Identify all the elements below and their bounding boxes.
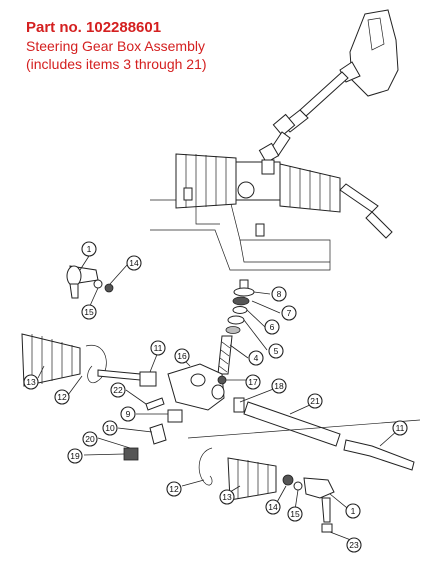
callout-10: 10 [102,420,118,436]
svg-text:6: 6 [270,322,275,332]
callout-9: 9 [120,406,136,422]
left-boot-group [21,333,107,396]
svg-text:12: 12 [169,484,179,494]
svg-text:15: 15 [84,307,94,317]
svg-text:15: 15 [290,509,300,519]
svg-text:21: 21 [310,396,320,406]
part-number: Part no. 102288601 [26,19,162,36]
assembly-scope: (includes items 3 through 21) [26,56,207,72]
svg-text:4: 4 [254,353,259,363]
svg-text:22: 22 [113,385,123,395]
svg-text:13: 13 [26,377,36,387]
assembled-steering-column [258,9,399,164]
callout-15-right: 15 [287,506,303,522]
svg-text:23: 23 [349,540,359,550]
callout-21: 21 [307,393,323,409]
callout-13: 13 [23,374,39,390]
svg-text:1: 1 [87,244,92,254]
callout-17: 17 [245,374,261,390]
svg-text:7: 7 [287,308,292,318]
svg-text:11: 11 [154,343,163,353]
callout-18: 18 [271,378,287,394]
svg-text:20: 20 [85,434,95,444]
svg-text:16: 16 [177,351,187,361]
callout-14-right: 14 [265,499,281,515]
callout-20: 20 [82,431,98,447]
callout-5: 5 [268,343,284,359]
callout-14: 14 [126,255,142,271]
svg-text:13: 13 [222,492,232,502]
callout-4: 4 [248,350,264,366]
assembly-name: Steering Gear Box Assembly [26,38,205,54]
callout-1: 1 [81,241,97,257]
svg-text:8: 8 [277,289,282,299]
callout-12-right: 12 [166,481,182,497]
callout-15: 15 [81,304,97,320]
callout-16: 16 [174,348,190,364]
callout-6: 6 [264,319,280,335]
callout-1-right: 1 [345,503,361,519]
svg-text:9: 9 [126,409,131,419]
svg-text:12: 12 [57,392,67,402]
callout-19: 19 [67,448,83,464]
callout-8: 8 [271,286,287,302]
svg-text:1: 1 [351,506,356,516]
svg-text:10: 10 [105,423,115,433]
svg-text:14: 14 [129,258,139,268]
rack-housing-group [83,351,341,461]
left-tie-rod-end-group [66,255,128,309]
callout-12: 12 [54,389,70,405]
svg-text:11: 11 [396,423,405,433]
callout-11-right: 11 [392,420,408,436]
pinion-stack [217,279,281,375]
assembled-gear-box [150,153,393,271]
svg-text:17: 17 [248,377,258,387]
callout-11: 11 [150,340,166,356]
callout-23: 23 [346,537,362,553]
svg-text:18: 18 [274,381,284,391]
svg-text:14: 14 [268,502,278,512]
svg-text:5: 5 [274,346,279,356]
callout-13-right: 13 [219,489,235,505]
svg-text:19: 19 [70,451,80,461]
right-boot-group [181,419,421,543]
title-block: Part no. 102288601 Steering Gear Box Ass… [26,18,207,73]
callout-7: 7 [281,305,297,321]
callout-22: 22 [110,382,126,398]
